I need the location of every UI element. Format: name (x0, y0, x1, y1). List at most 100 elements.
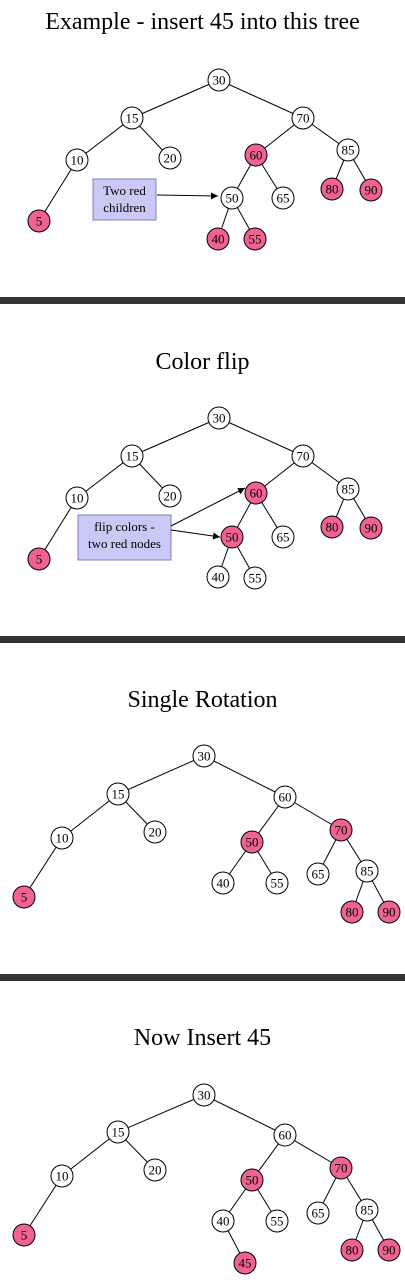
callout-background (92, 178, 157, 221)
node-circle (377, 900, 401, 924)
node-circle (50, 1164, 74, 1188)
node-circle (220, 186, 244, 210)
tree-node-15: 15 (106, 1120, 130, 1144)
node-circle (244, 143, 268, 167)
tree-node-80: 80 (320, 177, 344, 201)
node-label: 90 (383, 1243, 396, 1258)
node-circle (50, 826, 74, 850)
tree-edge (38, 497, 78, 560)
node-label: 45 (239, 1256, 252, 1271)
tree-edge (203, 755, 286, 798)
tree-node-40: 40 (211, 1209, 235, 1233)
node-label: 5 (36, 214, 43, 229)
tree-edge (38, 159, 78, 222)
tree-node-90: 90 (377, 900, 401, 924)
node-circle (271, 186, 295, 210)
callout-text: children (103, 200, 146, 215)
node-circle (243, 566, 267, 590)
tree-node-80: 80 (340, 1238, 364, 1262)
node-label: 5 (36, 552, 43, 567)
node-circle (240, 1168, 264, 1192)
tree-node-85: 85 (355, 1198, 379, 1222)
tree-node-10: 10 (65, 148, 89, 172)
node-circle (273, 1123, 297, 1147)
tree-node-50: 50 (240, 830, 264, 854)
tree-node-65: 65 (271, 186, 295, 210)
node-label: 55 (249, 232, 262, 247)
node-label: 30 (213, 411, 226, 426)
node-label: 5 (21, 1228, 28, 1243)
node-circle (158, 146, 182, 170)
tree-node-15: 15 (106, 782, 130, 806)
node-label: 70 (297, 449, 310, 464)
tree-node-85: 85 (355, 859, 379, 883)
tree-edge (23, 1175, 63, 1236)
node-circle (192, 1083, 216, 1107)
tree-node-70: 70 (329, 1156, 353, 1180)
node-circle (106, 782, 130, 806)
node-label: 20 (164, 151, 177, 166)
tree-node-15: 15 (120, 106, 144, 130)
node-circle (12, 1223, 36, 1247)
node-circle (233, 1251, 257, 1275)
tree-edge (131, 79, 220, 119)
node-circle (12, 885, 36, 909)
tree-node-20: 20 (158, 146, 182, 170)
tree-edge (117, 755, 205, 795)
tree-node-60: 60 (273, 785, 297, 809)
node-circle (355, 859, 379, 883)
node-circle (143, 820, 167, 844)
node-label: 80 (346, 905, 359, 920)
node-label: 50 (226, 530, 239, 545)
node-circle (306, 1201, 330, 1225)
node-label: 55 (271, 876, 284, 891)
node-circle (291, 444, 315, 468)
tree-edge (76, 117, 133, 161)
tree-node-45: 45 (233, 1251, 257, 1275)
node-label: 85 (361, 864, 374, 879)
node-circle (27, 547, 51, 571)
node-circle (192, 744, 216, 768)
panel-2-title: Color flip (155, 349, 250, 375)
tree-node-70: 70 (291, 444, 315, 468)
node-label: 55 (249, 571, 262, 586)
tree-node-10: 10 (50, 1164, 74, 1188)
callout-background (77, 514, 172, 561)
node-label: 65 (312, 867, 325, 882)
node-label: 10 (71, 153, 84, 168)
node-circle (265, 1209, 289, 1233)
panel-4-title: Now Insert 45 (133, 1025, 272, 1051)
node-label: 80 (326, 520, 339, 535)
node-label: 40 (217, 876, 230, 891)
node-label: 70 (335, 823, 348, 838)
node-circle (207, 68, 231, 92)
node-label: 55 (271, 1214, 284, 1229)
tree-node-85: 85 (336, 138, 360, 162)
node-label: 70 (335, 1161, 348, 1176)
node-circle (206, 565, 230, 589)
node-circle (320, 515, 344, 539)
node-circle (340, 900, 364, 924)
tree-node-55: 55 (265, 1209, 289, 1233)
tree-node-50: 50 (220, 525, 244, 549)
callout-text: two red nodes (88, 536, 161, 551)
tree-node-60: 60 (244, 143, 268, 167)
tree-node-55: 55 (243, 227, 267, 251)
node-circle (329, 818, 353, 842)
tree-node-90: 90 (359, 516, 383, 540)
node-label: 80 (326, 182, 339, 197)
node-label: 60 (250, 486, 263, 501)
tree-node-70: 70 (291, 106, 315, 130)
node-circle (377, 1238, 401, 1262)
tree-node-90: 90 (377, 1238, 401, 1262)
tree-node-10: 10 (65, 486, 89, 510)
node-label: 80 (346, 1243, 359, 1258)
callout-arrow (170, 487, 246, 527)
tree-node-15: 15 (120, 444, 144, 468)
tree-node-90: 90 (359, 178, 383, 202)
node-circle (336, 477, 360, 501)
node-circle (143, 1158, 167, 1182)
callout-arrow (156, 192, 219, 200)
